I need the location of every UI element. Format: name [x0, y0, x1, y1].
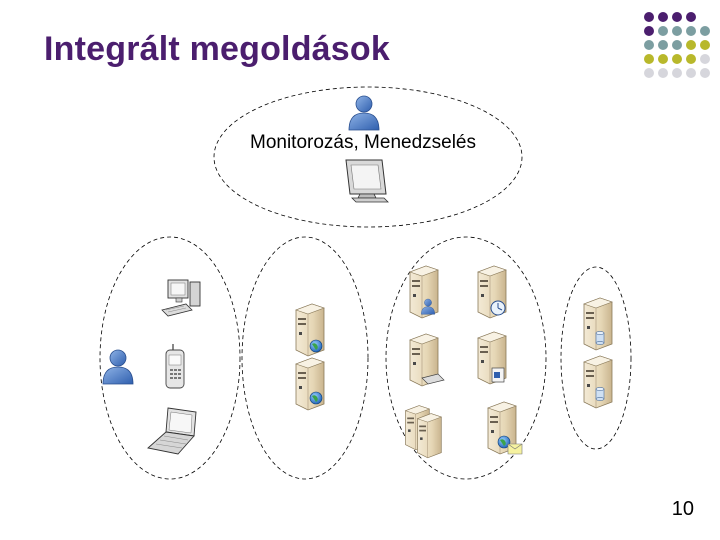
mobile-phone-icon [165, 344, 185, 389]
decorative-dot [686, 68, 696, 78]
database-server-icon [583, 297, 613, 351]
page-number: 10 [671, 498, 694, 520]
decorative-dot [672, 68, 682, 78]
user-icon [102, 349, 134, 385]
decorative-dot [672, 54, 682, 64]
db-server-group-ellipse [560, 266, 632, 450]
decorative-dot [658, 12, 668, 22]
clock-server-icon [477, 265, 507, 319]
decorative-dot [686, 12, 696, 22]
decorative-dot [658, 40, 668, 50]
web-server-icon [295, 357, 325, 411]
management-group-ellipse [213, 86, 523, 228]
decorative-dot [672, 40, 682, 50]
decorative-dot [700, 68, 710, 78]
laptop-icon [147, 407, 197, 455]
decorative-dot [686, 26, 696, 36]
cluster-server-icon [405, 405, 442, 459]
monitor-icon [345, 159, 389, 203]
decorative-dot-grid [640, 10, 720, 80]
client-group-ellipse [99, 236, 241, 480]
document-server-icon [477, 331, 507, 385]
slide-title: Integrált megoldások [44, 30, 390, 68]
user-icon [348, 95, 380, 131]
decorative-dot [700, 54, 710, 64]
web-server-group-ellipse [241, 236, 369, 480]
decorative-dot [644, 54, 654, 64]
decorative-dot [686, 54, 696, 64]
decorative-dot [644, 26, 654, 36]
decorative-dot [644, 40, 654, 50]
decorative-dot [658, 26, 668, 36]
app-server-group-ellipse [385, 236, 547, 480]
decorative-dot [672, 12, 682, 22]
database-server-icon [583, 355, 613, 409]
decorative-dot [658, 68, 668, 78]
decorative-dot [700, 26, 710, 36]
decorative-dot [700, 40, 710, 50]
server-icon [409, 333, 445, 387]
user-server-icon [409, 265, 439, 319]
decorative-dot [644, 68, 654, 78]
decorative-dot [644, 12, 654, 22]
desktop-computer-icon [161, 279, 201, 317]
web-server-icon [295, 303, 325, 357]
web-mail-server-icon [487, 401, 523, 455]
decorative-dot [672, 26, 682, 36]
decorative-dot [686, 40, 696, 50]
decorative-dot [658, 54, 668, 64]
management-label: Monitorozás, Menedzselés [250, 132, 476, 153]
